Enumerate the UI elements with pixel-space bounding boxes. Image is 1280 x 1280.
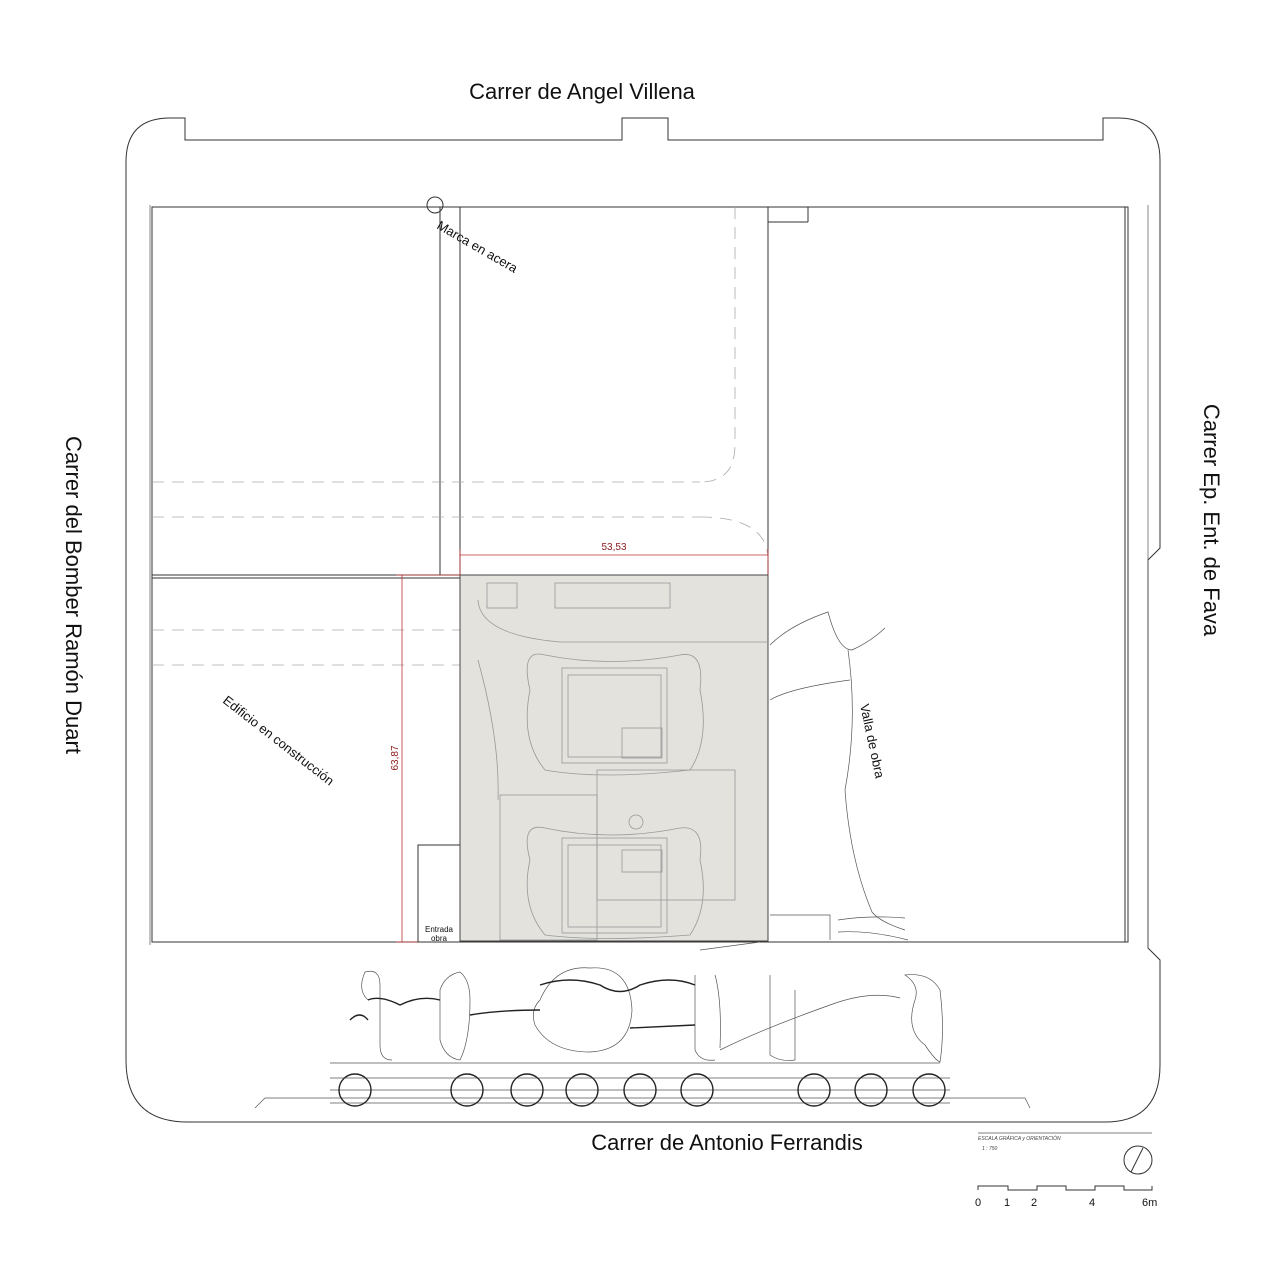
dimension-width: 53,53 (459, 542, 769, 575)
sidewalk-mark-label: Marca en acera (435, 218, 521, 277)
tree-symbol (680, 1073, 714, 1107)
dimension-width-label: 53,53 (601, 542, 626, 553)
block-outline (125, 117, 1161, 1123)
tree-symbol (623, 1073, 657, 1107)
project-plot (459, 574, 769, 942)
block-outline-inner (149, 205, 1149, 948)
scale-ratio: 1 : 750 (982, 1146, 998, 1152)
site-fence-label: Valla de obra (857, 703, 888, 781)
scale-tick-1: 1 (1004, 1197, 1010, 1209)
scale-block: ESCALA GRÁFICA y ORIENTACIÓN 1 : 750 0 1… (975, 1132, 1157, 1209)
street-planters (254, 941, 1031, 1109)
site-fence-line-2 (770, 914, 909, 941)
dimension-height-label: 63,87 (390, 745, 401, 770)
tree-row (338, 1073, 946, 1107)
scale-tick-2: 2 (1031, 1197, 1037, 1209)
sidewalk-mark-symbol (426, 196, 444, 214)
tree-symbol (797, 1073, 831, 1107)
scale-tick-0: 0 (975, 1197, 981, 1209)
tree-symbol (338, 1073, 372, 1107)
tree-symbol (912, 1073, 946, 1107)
tree-symbol (450, 1073, 484, 1107)
north-arrow-icon (1123, 1145, 1153, 1175)
site-entrance-label-1: Entrada (425, 925, 454, 934)
street-label-north: Carrer de Angel Villena (469, 79, 696, 104)
project-buildings (477, 582, 768, 941)
street-label-east: Carrer Ep. Ent. de Fava (1199, 404, 1224, 637)
tree-symbol (854, 1073, 888, 1107)
street-label-south: Carrer de Antonio Ferrandis (591, 1130, 862, 1155)
tree-symbol (565, 1073, 599, 1107)
scale-tick-6: 6m (1142, 1197, 1157, 1209)
street-label-west: Carrer del Bomber Ramón Duart (61, 436, 86, 754)
dimension-height: 63,87 (390, 574, 460, 943)
construction-building-label: Edificio en construcción (220, 693, 337, 789)
site-entrance-label-2: obra (431, 934, 448, 943)
scale-title: ESCALA GRÁFICA y ORIENTACIÓN (978, 1135, 1061, 1142)
dashed-alignments (152, 207, 769, 666)
site-fence-line (769, 611, 906, 931)
tree-symbol (510, 1073, 544, 1107)
scale-tick-4: 4 (1089, 1197, 1095, 1209)
